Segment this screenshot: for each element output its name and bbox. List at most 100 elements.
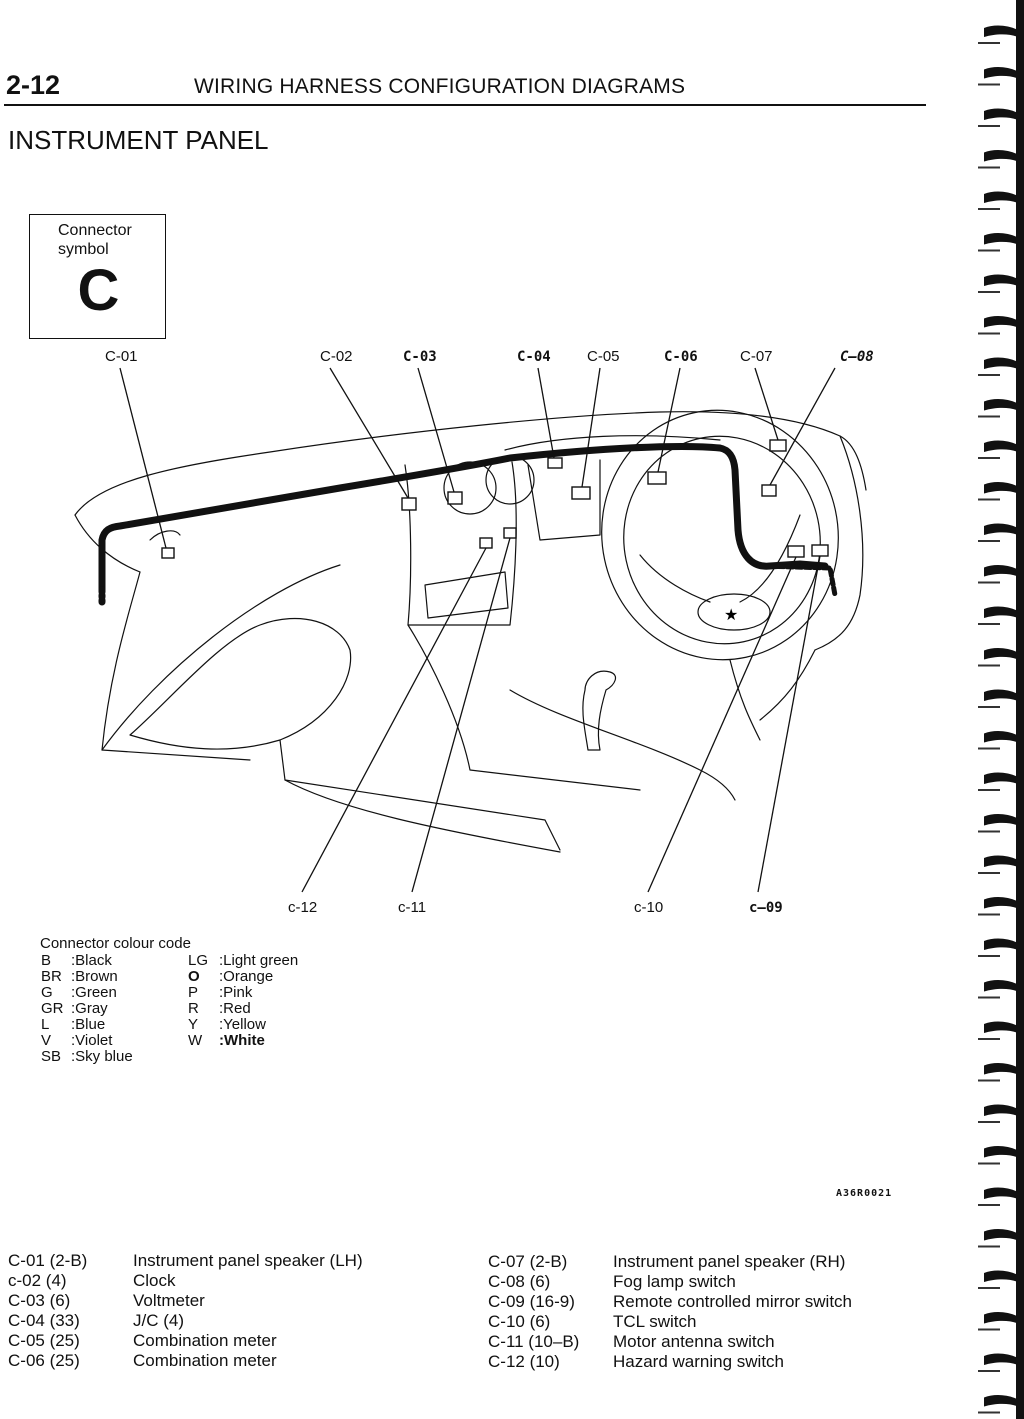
binding-tooth (984, 1021, 1018, 1033)
connector-id: C-08 (6) (488, 1272, 551, 1291)
connector-block-c02 (401, 497, 417, 511)
binding-hole-mark (978, 747, 1000, 750)
main-wire-harness (98, 442, 829, 594)
colour-code-abbrev: Y (188, 1016, 199, 1033)
leader-c03 (417, 367, 455, 493)
binding-hole-mark (978, 1370, 1000, 1372)
binding-tooth (984, 1270, 1018, 1282)
connector-description: Combination meter (133, 1331, 277, 1350)
leader-c02 (329, 367, 409, 499)
binding-hole-mark (978, 623, 1000, 625)
binding-hole-mark (978, 1287, 1000, 1289)
section-title: INSTRUMENT PANEL (8, 125, 269, 155)
connector-block-c11 (503, 527, 517, 539)
connector-description: Combination meter (133, 1351, 277, 1370)
steering-hub (697, 593, 771, 631)
colour-code-name: :Brown (71, 968, 118, 985)
label-c05: C-05 (587, 348, 620, 365)
shift-lever (582, 670, 617, 751)
leader-c01 (119, 367, 167, 549)
label-c08: C–08 (840, 349, 874, 365)
page-heading: WIRING HARNESS CONFIGURATION DIAGRAMS (194, 75, 686, 98)
binding-hole-mark (978, 706, 1000, 708)
harness-branch-right (757, 563, 838, 598)
steering-wheel-outer (601, 409, 839, 661)
colour-code-name: :Sky blue (71, 1048, 133, 1065)
connector-id: C-10 (6) (488, 1312, 551, 1331)
binding-hole-mark (978, 457, 1000, 459)
binding-tooth (984, 316, 1018, 328)
colour-code-name: :Gray (71, 1000, 108, 1017)
binding-tooth (984, 814, 1018, 826)
binding-hole-mark (978, 332, 1000, 335)
connector-id: C-12 (10) (488, 1352, 560, 1371)
leader-c04 (537, 367, 555, 459)
binding-tooth (984, 1146, 1018, 1158)
colour-code-abbrev: L (41, 1016, 50, 1033)
binding-tooth (984, 274, 1018, 286)
binding-tooth (984, 1312, 1018, 1324)
spiral-binding-edge (978, 0, 1024, 1419)
label-c09: c–09 (749, 900, 783, 916)
colour-code-title: Connector colour code (40, 935, 191, 952)
binding-hole-mark (978, 913, 1000, 916)
binding-tooth (984, 233, 1018, 245)
binding-tooth (984, 648, 1018, 660)
connector-id: C-09 (16-9) (488, 1292, 575, 1311)
connector-description: Voltmeter (133, 1291, 205, 1310)
binding-tooth (984, 1063, 1018, 1075)
leader-c09 (757, 555, 821, 893)
connector-description: Instrument panel speaker (LH) (133, 1251, 363, 1270)
figure-code: A36R0021 (836, 1188, 893, 1199)
binding-hole-mark (978, 42, 1000, 44)
connector-id: C-11 (10–B) (488, 1332, 580, 1351)
colour-code-name: :Green (71, 984, 117, 1001)
binding-tooth (984, 440, 1018, 452)
binding-hole-mark (978, 415, 1000, 418)
binding-hole-mark (978, 789, 1000, 791)
binding-hole-mark (978, 1204, 1000, 1206)
binding-tooth (984, 25, 1018, 37)
connector-block-c10 (787, 545, 805, 558)
connector-id: C-06 (25) (8, 1351, 80, 1370)
connector-block-c03 (447, 491, 463, 505)
left-speaker-outline (149, 530, 181, 541)
colour-code-name: :Black (71, 952, 112, 969)
binding-hole-mark (978, 955, 1000, 957)
binding-hole-mark (978, 166, 1000, 169)
binding-hole-mark (978, 249, 1000, 252)
leader-c12 (301, 547, 487, 893)
binding-hole-mark (978, 291, 1000, 293)
binding-tooth (984, 565, 1018, 577)
steering-column (729, 659, 761, 741)
binding-tooth (984, 191, 1018, 203)
shift-boot (509, 689, 736, 801)
binding-tooth (984, 399, 1018, 411)
binding-tooth (984, 67, 1018, 79)
binding-tooth (984, 1353, 1018, 1365)
binding-tooth (984, 938, 1018, 950)
leader-c06 (657, 367, 681, 473)
connector-block-c06 (647, 471, 667, 485)
label-c11: c-11 (398, 899, 427, 916)
connector-block-c07 (769, 439, 787, 452)
connector-description: TCL switch (613, 1312, 697, 1331)
colour-code-abbrev: BR (41, 968, 62, 985)
connector-id: C-04 (33) (8, 1311, 80, 1330)
leader-c10 (647, 556, 797, 893)
binding-tooth (984, 1187, 1018, 1199)
lower-left-panel (101, 571, 251, 761)
binding-hole-mark (978, 125, 1000, 127)
connector-block-c08 (761, 484, 777, 497)
leader-c08 (769, 367, 836, 486)
connector-id: c-02 (4) (8, 1271, 67, 1290)
colour-code-abbrev: LG (188, 952, 209, 969)
binding-hole-mark (978, 1121, 1000, 1123)
binding-tooth (984, 689, 1018, 701)
connector-block-c12 (479, 537, 493, 549)
binding-hole-mark (978, 872, 1000, 874)
colour-code-abbrev: O (188, 968, 200, 985)
binding-tooth (984, 150, 1018, 162)
binding-tooth (984, 606, 1018, 618)
colour-code-abbrev: V (41, 1032, 52, 1049)
